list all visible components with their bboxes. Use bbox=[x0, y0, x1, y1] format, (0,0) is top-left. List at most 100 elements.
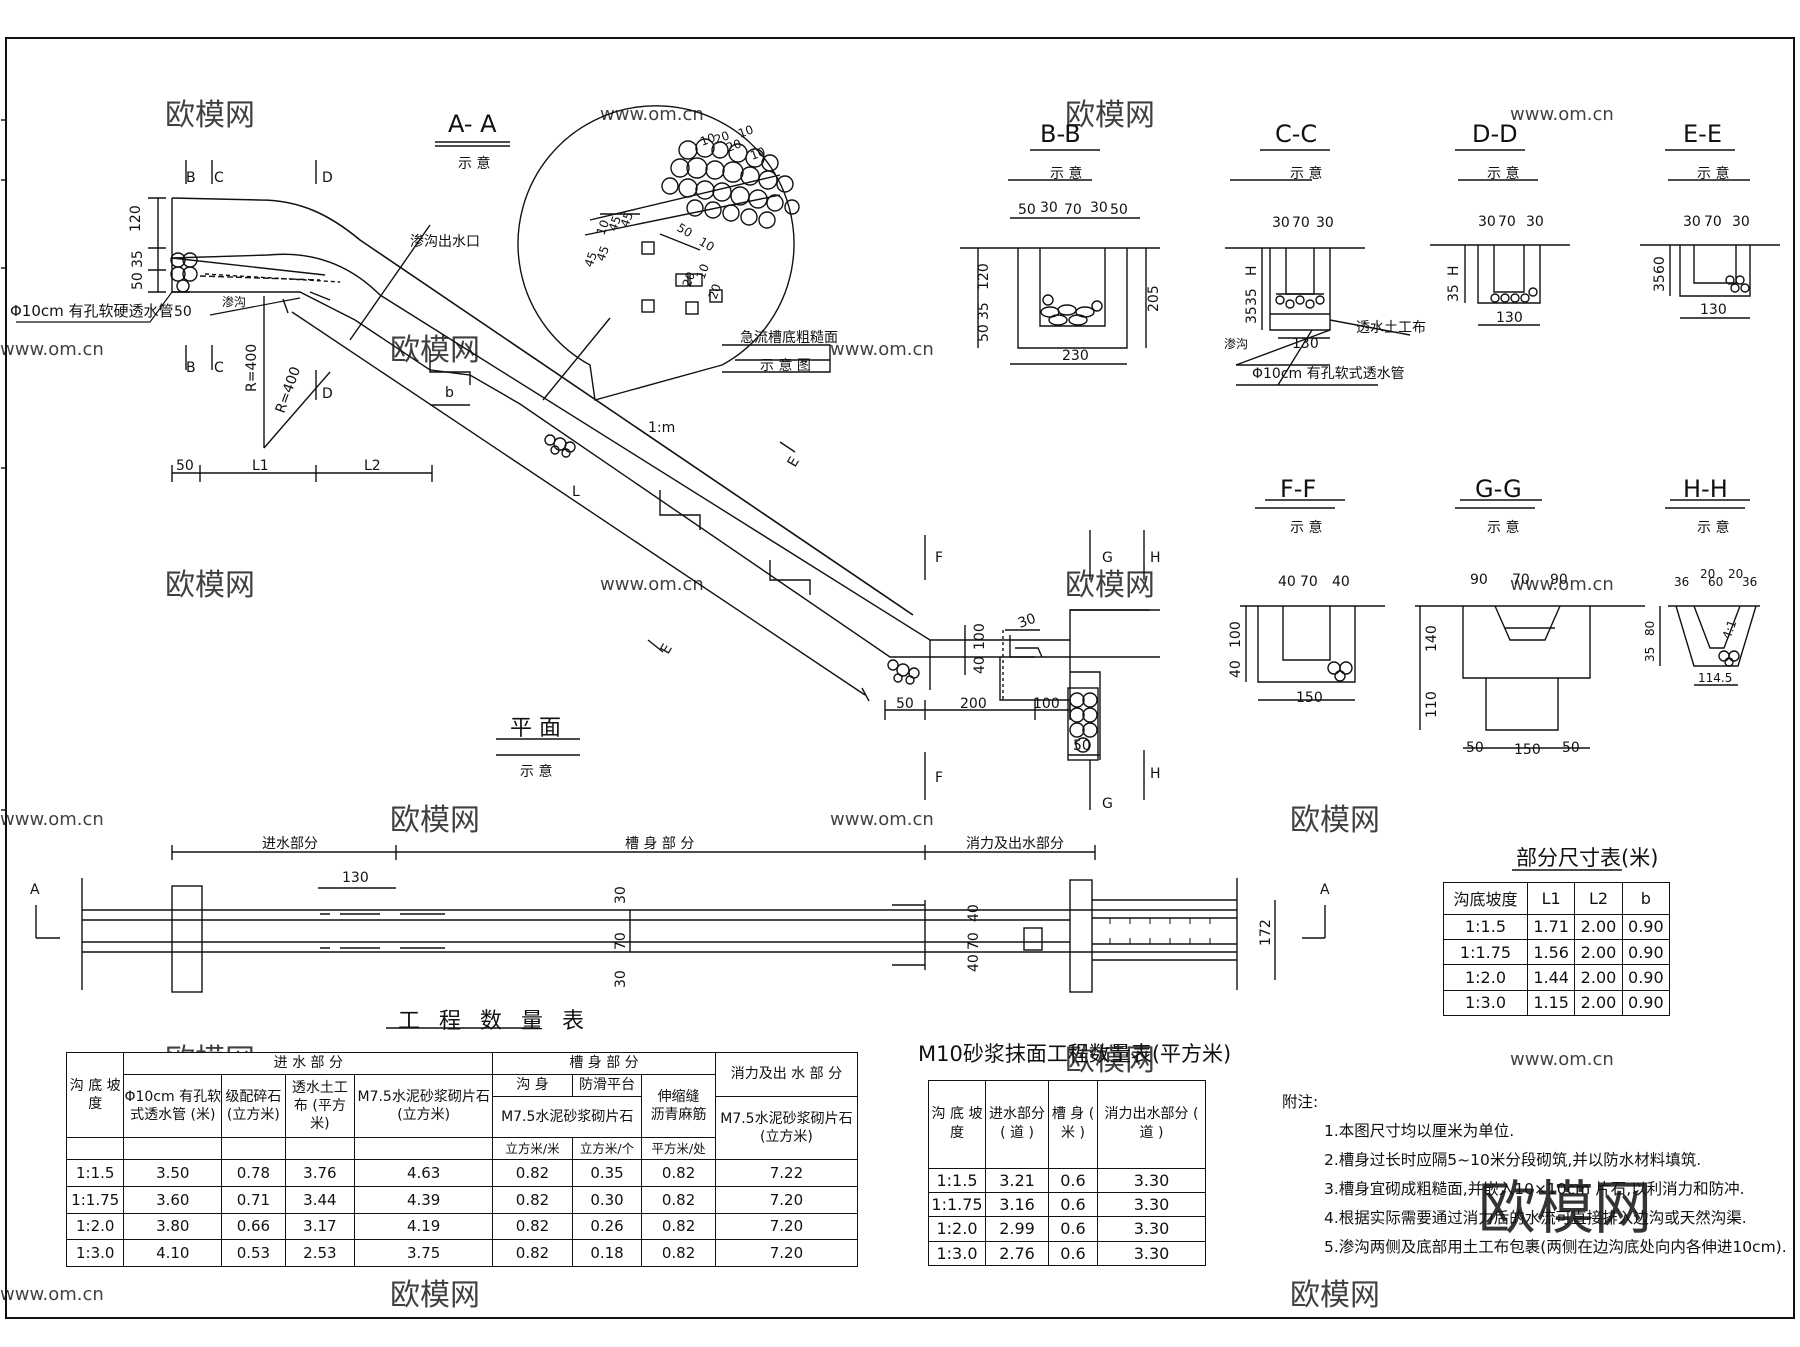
table-cell: 7.20 bbox=[714, 1212, 859, 1241]
ff-b: 70 bbox=[1300, 574, 1318, 590]
aa-H2: H bbox=[1150, 766, 1161, 782]
table-cell: 0.90 bbox=[1621, 989, 1671, 1017]
det-title: 急流槽底粗糙面 bbox=[740, 330, 838, 346]
eng-blank bbox=[123, 1137, 223, 1160]
gg-c: 90 bbox=[1550, 572, 1568, 588]
table-cell: 0.90 bbox=[1621, 964, 1671, 991]
eng-blank bbox=[354, 1137, 494, 1160]
watermark-brand-9: 欧模网 bbox=[1065, 1043, 1155, 1078]
title-aa: A- A bbox=[448, 110, 497, 138]
aa-d40: 40 bbox=[972, 656, 988, 674]
eng-h-channel: 沟 身 bbox=[492, 1073, 573, 1097]
plan-outlet: 消力及出水部分 bbox=[966, 836, 1064, 852]
eng-blank bbox=[65, 1137, 125, 1160]
watermark-url-2: www.om.cn bbox=[1510, 104, 1614, 125]
dd-a: 30 bbox=[1478, 214, 1496, 230]
table-cell: 2.00 bbox=[1574, 964, 1623, 991]
plan-A2: A bbox=[1320, 882, 1330, 898]
ff-d: 100 bbox=[1228, 621, 1244, 648]
table-cell: 1:2.0 bbox=[65, 1212, 125, 1241]
gg-g: 150 bbox=[1514, 742, 1541, 758]
cc-d: H bbox=[1244, 265, 1260, 276]
det-10a: 10 bbox=[736, 122, 755, 140]
table-cell: 1:1.75 bbox=[928, 1191, 986, 1218]
table-cell: 0.82 bbox=[492, 1239, 573, 1267]
table-cell: 1:2.0 bbox=[928, 1216, 986, 1242]
m10-h-inlet: 进水部分 ( 道 ) bbox=[985, 1080, 1049, 1169]
hh-a: 36 bbox=[1674, 575, 1689, 589]
table-cell: 1.44 bbox=[1526, 964, 1576, 991]
eng-blank bbox=[284, 1137, 356, 1160]
det-10b: 10 bbox=[698, 130, 717, 148]
eng-h-joint: 伸缩缝 bbox=[657, 1088, 700, 1105]
aa-e1: E bbox=[785, 454, 803, 470]
sub-gg: 示 意 bbox=[1487, 519, 1519, 536]
bb-i: 205 bbox=[1146, 285, 1162, 312]
aa-F1: F bbox=[935, 550, 943, 566]
table-cell: 0.82 bbox=[492, 1212, 573, 1241]
eng-h-body: 槽 身 部 分 bbox=[492, 1052, 716, 1075]
table-cell: 1.15 bbox=[1526, 989, 1576, 1017]
eng-h-joint-asphalt: 伸缩缝沥青麻筋 bbox=[641, 1073, 716, 1139]
watermark-url-3: www.om.cn bbox=[0, 339, 104, 360]
hh-h: 4:1 bbox=[1720, 618, 1740, 641]
det-45c: 45 bbox=[606, 214, 624, 233]
table-cell: 3.76 bbox=[284, 1159, 356, 1187]
watermark-brand-3: 欧模网 bbox=[390, 333, 480, 368]
notes-heading: 附注: bbox=[1282, 1093, 1319, 1111]
table-cell: 3.30 bbox=[1097, 1167, 1206, 1193]
gg-h: 50 bbox=[1562, 740, 1580, 756]
gg-e: 110 bbox=[1424, 691, 1440, 718]
aa-L2: L2 bbox=[364, 458, 381, 474]
table-cell: 0.6 bbox=[1048, 1167, 1098, 1193]
table-cell: 0.6 bbox=[1048, 1191, 1098, 1218]
bb-c: 70 bbox=[1064, 202, 1082, 218]
sub-cc: 示 意 bbox=[1290, 165, 1322, 182]
cc-e: 35 bbox=[1244, 288, 1260, 306]
watermark-brand-10: 欧模网 bbox=[390, 1278, 480, 1313]
table-cell: 4.39 bbox=[354, 1185, 494, 1214]
notes: 附注: 1.本图尺寸均以厘米为单位.2.槽身过长时应隔5~10米分段砌筑,并以防… bbox=[1282, 1088, 1792, 1262]
det-20c: 20 bbox=[680, 270, 698, 289]
gg-b: 70 bbox=[1512, 572, 1530, 588]
hh-e: 36 bbox=[1742, 575, 1757, 589]
watermark-url-11: www.om.cn bbox=[0, 1284, 104, 1305]
m10-mortar-table: 沟 底 坡 度 进水部分 ( 道 ) 槽 身 ( 米 ) 消力出水部分 ( 道 … bbox=[928, 1080, 1206, 1267]
plan-body: 槽 身 部 分 bbox=[625, 836, 694, 852]
note-item: 1.本图尺寸均以厘米为单位. bbox=[1324, 1122, 1515, 1140]
sub-ff: 示 意 bbox=[1290, 519, 1322, 536]
eng-u3: 平方米/处 bbox=[641, 1137, 716, 1160]
cc-pipe: Φ10cm 有孔软式透水管 bbox=[1252, 366, 1405, 382]
bb-e: 50 bbox=[1110, 202, 1128, 218]
table-cell: 3.21 bbox=[985, 1167, 1049, 1193]
table-cell: 7.20 bbox=[714, 1239, 859, 1267]
bb-h: 50 bbox=[976, 324, 992, 342]
ff-c: 40 bbox=[1332, 574, 1350, 590]
aa-d50e: 50 bbox=[896, 696, 914, 712]
plan-d70a: 70 bbox=[613, 932, 629, 950]
cc-f: 35 bbox=[1244, 306, 1260, 324]
watermark-url-4: www.om.cn bbox=[830, 339, 934, 360]
watermark-url-6: www.om.cn bbox=[1510, 574, 1614, 595]
sub-dd: 示 意 bbox=[1487, 165, 1519, 182]
section-cc bbox=[1225, 179, 1411, 386]
bb-b: 30 bbox=[1040, 200, 1058, 216]
hh-i: 114.5 bbox=[1698, 671, 1732, 685]
table-cell: 3.44 bbox=[284, 1185, 356, 1214]
table-cell: 1.56 bbox=[1526, 938, 1576, 966]
watermark-brand-5: 欧模网 bbox=[1065, 568, 1155, 603]
eng-h-outm75: M7.5水泥砂浆砌片石 (立方米) bbox=[714, 1095, 859, 1161]
watermark-url-8: www.om.cn bbox=[830, 809, 934, 830]
gg-a: 90 bbox=[1470, 572, 1488, 588]
plan-view bbox=[35, 738, 1326, 993]
watermark-url-10: www.om.cn bbox=[1510, 1049, 1614, 1070]
table-cell: 2.99 bbox=[985, 1216, 1049, 1242]
ee-c: 30 bbox=[1732, 214, 1750, 230]
